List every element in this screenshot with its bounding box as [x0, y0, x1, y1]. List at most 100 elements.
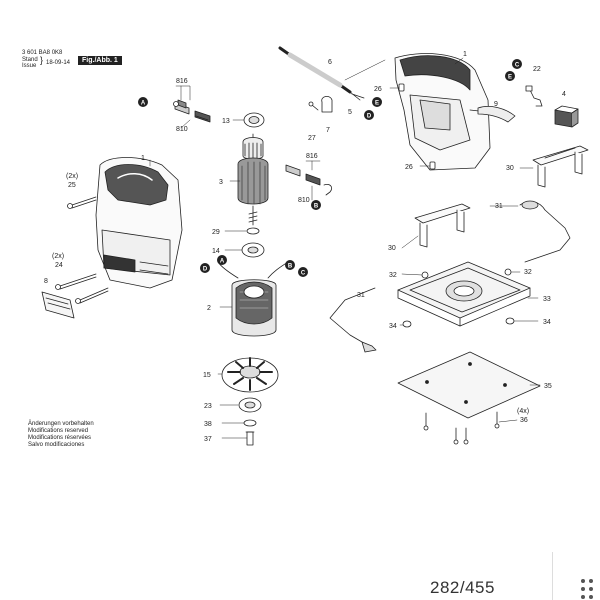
- label-9: 9: [494, 101, 498, 108]
- housing-right: [394, 53, 491, 171]
- label-1-left: 1: [141, 155, 145, 162]
- label-7: 7: [326, 127, 330, 134]
- marker-D-top: D: [367, 114, 372, 120]
- washer-38: [243, 419, 257, 427]
- label-15: 15: [203, 372, 211, 379]
- note-es: Salvo modificaciones: [28, 442, 85, 448]
- part-number: 3 601 BA8 0K8: [22, 50, 63, 56]
- modification-notes: Änderungen vorbehalten Modifications res…: [28, 421, 94, 449]
- grid-menu-icon[interactable]: [578, 576, 600, 600]
- bearing-23: [238, 397, 262, 413]
- cap-26-b: [429, 161, 436, 170]
- label-810-right: 810: [298, 197, 310, 204]
- bearing-14: [241, 242, 265, 258]
- label-13: 13: [222, 118, 230, 125]
- stand-label: Stand: [22, 57, 38, 63]
- brush-set-left: [173, 99, 211, 123]
- bracket-30-top: [532, 145, 589, 188]
- housing-left: [95, 157, 183, 289]
- label-32-left: 32: [389, 272, 397, 279]
- label-30-mid: 30: [388, 245, 396, 252]
- base-plate-33: [397, 261, 531, 327]
- label-810-left: 810: [176, 126, 188, 133]
- screw-32-b: [504, 268, 512, 276]
- label-37: 37: [204, 436, 212, 443]
- spring-31-right: [519, 200, 571, 263]
- label-32-right: 32: [524, 269, 532, 276]
- brace: }: [40, 55, 44, 65]
- label-27: 27: [308, 135, 316, 142]
- screw-37: [245, 431, 255, 446]
- issue-label: Issue: [22, 63, 37, 69]
- leader-lines: [149, 57, 541, 439]
- label-816-right: 816: [306, 153, 318, 160]
- label-6: 6: [328, 59, 332, 66]
- label-35: 35: [544, 383, 552, 390]
- footer-divider: [552, 552, 553, 600]
- marker-D-coil: D: [203, 267, 208, 273]
- label-34-right: 34: [543, 319, 551, 326]
- label-4x: (4x): [517, 408, 529, 415]
- label-29: 29: [212, 229, 220, 236]
- label-26-top: 26: [374, 86, 382, 93]
- issue-date: 18-09-14: [46, 60, 71, 66]
- marker-C-coil: C: [301, 271, 306, 277]
- label-26-bottom: 26: [405, 164, 413, 171]
- nut-34-a: [402, 320, 412, 328]
- armature-3: [237, 133, 269, 226]
- bracket-30-mid: [414, 203, 471, 248]
- label-25: 25: [68, 182, 76, 189]
- lever-22: [525, 85, 543, 107]
- label-31-left: 31: [357, 292, 365, 299]
- label-2x-24: (2x): [52, 253, 64, 260]
- label-24: 24: [55, 262, 63, 269]
- connection-markers: A B C E D D A E B C: [138, 59, 522, 277]
- label-2x-25: (2x): [66, 173, 78, 180]
- label-1-right: 1: [463, 51, 467, 58]
- fan-15: [221, 357, 279, 393]
- bearing-13: [243, 112, 265, 128]
- part-labels: 1 (2x) 25 (2x) 24 8 816 810 13 3 29 14 2…: [44, 51, 566, 443]
- label-5: 5: [348, 109, 352, 116]
- label-38: 38: [204, 421, 212, 428]
- figure-badge: Fig./Abb. 1: [78, 56, 122, 65]
- label-816-left: 816: [176, 78, 188, 85]
- spring-31-left: [329, 287, 377, 353]
- label-31-right: 31: [495, 203, 503, 210]
- washer-29: [246, 227, 260, 235]
- cable-6: [278, 46, 365, 101]
- label-plate-8: [41, 291, 75, 319]
- label-34-left: 34: [389, 323, 397, 330]
- marker-A-left: A: [141, 101, 146, 107]
- label-22: 22: [533, 66, 541, 73]
- note-de: Änderungen vorbehalten: [28, 421, 94, 427]
- marker-A-coil: A: [220, 259, 225, 265]
- cable-clamp-7: [308, 96, 333, 113]
- cap-26-a: [398, 83, 405, 92]
- label-4: 4: [562, 91, 566, 98]
- label-23: 23: [204, 403, 212, 410]
- marker-B-coil: B: [288, 264, 293, 270]
- label-36: 36: [520, 417, 528, 424]
- marker-C-top: C: [515, 63, 520, 69]
- screws-36: [423, 411, 500, 445]
- switch-4: [554, 105, 579, 128]
- note-fr: Modifications réservées: [28, 435, 92, 441]
- page-counter: 282/455: [430, 578, 495, 597]
- label-33: 33: [543, 296, 551, 303]
- label-3: 3: [219, 179, 223, 186]
- label-14: 14: [212, 248, 220, 255]
- label-8: 8: [44, 278, 48, 285]
- screw-24: [55, 273, 109, 304]
- field-coil-2: [217, 261, 289, 337]
- brush-set-right: [285, 164, 332, 196]
- label-2: 2: [207, 305, 211, 312]
- screw-25: [67, 196, 97, 209]
- part-9: [477, 106, 516, 123]
- screw-32-a: [421, 271, 429, 279]
- marker-B-right: B: [314, 204, 319, 210]
- nut-34-b: [505, 317, 515, 325]
- sanding-pad-35: [397, 351, 541, 419]
